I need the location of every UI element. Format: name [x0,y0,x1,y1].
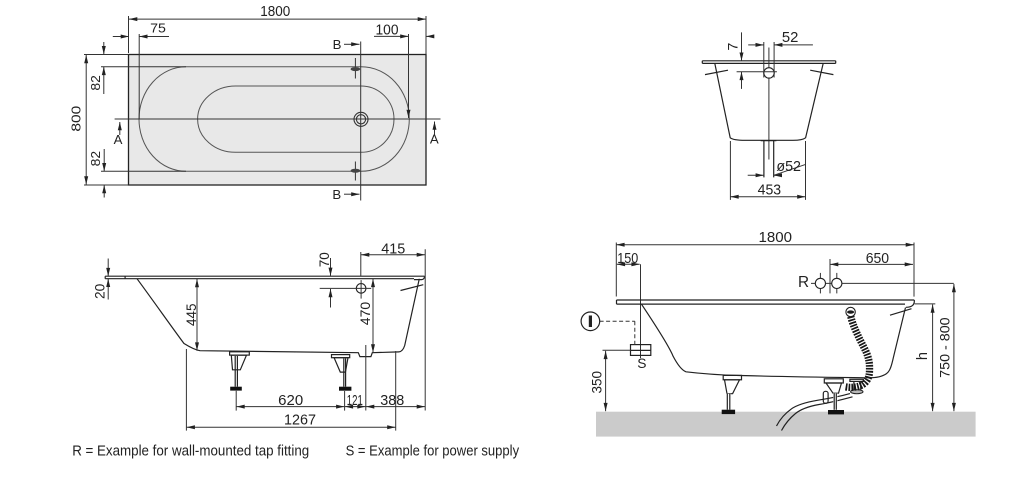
svg-text:7: 7 [726,43,741,51]
svg-text:1267: 1267 [284,413,316,429]
svg-text:750 - 800: 750 - 800 [936,317,952,378]
svg-text:121: 121 [347,393,363,409]
svg-text:75: 75 [150,21,166,36]
svg-text:S: S [637,356,646,371]
svg-text:100: 100 [376,22,399,38]
svg-text:R: R [798,274,809,291]
svg-text:415: 415 [381,241,405,257]
svg-text:82: 82 [88,151,103,167]
svg-text:52: 52 [782,30,799,46]
svg-text:650: 650 [866,251,889,267]
svg-text:388: 388 [380,393,404,409]
svg-text:470: 470 [357,302,373,326]
svg-text:82: 82 [88,75,103,91]
svg-text:800: 800 [68,106,83,132]
svg-text:1800: 1800 [759,230,793,246]
svg-text:150: 150 [617,251,638,267]
svg-text:445: 445 [183,303,199,326]
svg-text:20: 20 [92,284,108,300]
svg-text:350: 350 [589,371,605,394]
svg-text:B: B [332,187,341,202]
svg-text:B: B [333,37,342,52]
svg-text:A: A [114,132,123,147]
svg-text:ø52: ø52 [776,159,801,175]
svg-text:R = Example for wall-mounted t: R = Example for wall-mounted tap fitting [72,443,309,460]
svg-text:1800: 1800 [260,4,290,20]
svg-text:620: 620 [278,393,303,409]
svg-text:A: A [430,132,439,147]
svg-text:h: h [915,352,931,360]
svg-text:S = Example for power supply: S = Example for power supply [346,443,520,460]
svg-text:70: 70 [316,252,332,267]
svg-text:453: 453 [758,183,782,199]
